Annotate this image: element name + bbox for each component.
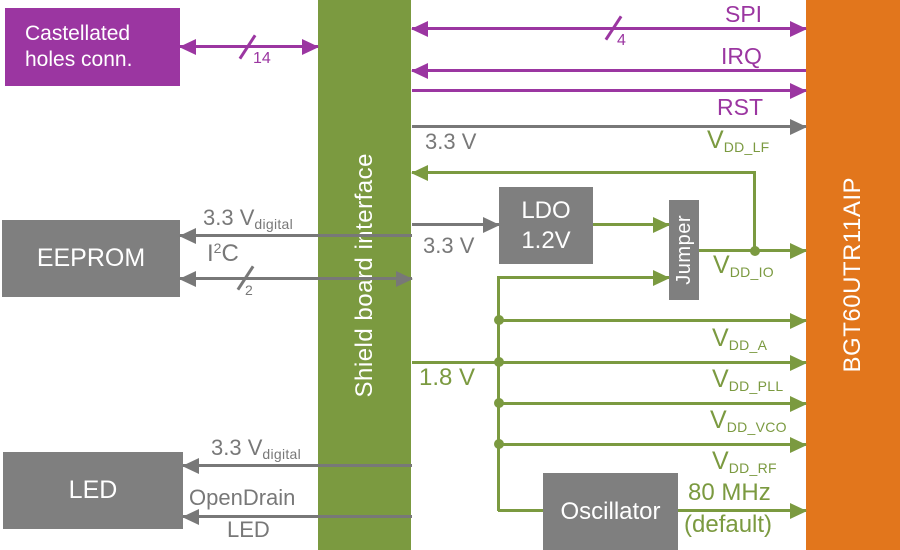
v1-8-wire <box>412 361 500 364</box>
oscillator-block: Oscillator <box>543 473 678 550</box>
ldo-line2: 1.2V <box>521 226 571 254</box>
jumper-label: Jumper <box>672 215 695 285</box>
led-power-wire <box>182 457 412 474</box>
vdd-io-arrowhead-right <box>790 242 807 259</box>
ldo-input-arrowhead-right <box>483 216 500 233</box>
vdd-pll-arrowhead-right <box>790 354 807 371</box>
vdd-io-junction-dot <box>750 246 760 256</box>
vdd-vco-wire <box>498 395 807 412</box>
i2c-arrowhead-left <box>179 270 196 287</box>
spi-arrowhead-left <box>411 20 428 37</box>
castellated-line1: Castellated <box>25 21 131 45</box>
bgt60utr11aip-bar: BGT60UTR11AIP <box>806 0 900 550</box>
led-power-label: 3.3 Vdigital <box>211 435 302 462</box>
oscillator-output-arrowhead-right <box>790 502 807 519</box>
vdd-vco-arrowhead-right <box>790 395 807 412</box>
castellated-holes-block: Castellated holes conn. <box>5 8 180 86</box>
rst-label: RST <box>717 94 763 120</box>
i2c-arrowhead-right <box>396 270 413 287</box>
vdd-a-wire <box>498 312 807 329</box>
led-label: LED <box>68 475 118 504</box>
bus14-arrowhead-right <box>302 38 319 55</box>
spi-bus-width-label: 4 <box>617 32 626 49</box>
led-block: LED <box>3 452 183 529</box>
jumper-lower-input-arrowhead-right <box>653 269 670 286</box>
eeprom-power-arrowhead-left <box>179 227 196 244</box>
oscillator-output-label-line2: (default) <box>684 511 773 538</box>
v1-8-distribution-vertical <box>497 276 500 511</box>
vdd-lf-name-label: VDD_LF <box>707 126 770 155</box>
castellated-line2: holes conn. <box>25 48 133 71</box>
vdd-lf-voltage-label: 3.3 V <box>425 129 477 154</box>
spi-arrowhead-right <box>790 20 807 37</box>
led-signal-label-line2: LED <box>227 517 270 542</box>
eeprom-block: EEPROM <box>2 220 180 297</box>
vdd-a-arrowhead-right <box>790 312 807 329</box>
vdd-io-feedback-vertical <box>753 171 756 251</box>
rst-arrowhead-right <box>790 82 807 99</box>
oscillator-label: Oscillator <box>560 497 661 525</box>
vdd-io-name-label: VDD_IO <box>713 251 774 280</box>
bus14-width-label: 14 <box>253 50 271 67</box>
vdd-lf-arrowhead-right <box>790 118 807 135</box>
jumper-block: Jumper <box>669 200 699 300</box>
oscillator-input-wire <box>498 509 543 512</box>
shield-board-interface-bar: Shield board interface <box>318 0 411 550</box>
eeprom-power-wire <box>179 227 412 244</box>
vdd-lf-wire <box>412 118 807 135</box>
vdd-pll-wire <box>498 354 807 371</box>
i2c-label: I2C <box>207 240 239 267</box>
ldo-input-voltage-label: 3.3 V <box>423 233 475 258</box>
ldo-to-jumper-arrowhead-right <box>653 216 670 233</box>
vdd-a-name-label: VDD_A <box>712 324 768 353</box>
vdd-pll-name-label: VDD_PLL <box>712 365 784 394</box>
ldo-to-jumper-wire <box>593 216 670 233</box>
rst-wire <box>412 82 807 99</box>
eeprom-power-label: 3.3 Vdigital <box>203 205 294 232</box>
led-power-arrowhead-left <box>182 457 199 474</box>
vdd-rf-wire <box>498 436 807 453</box>
led-signal-label-line1: OpenDrain <box>189 485 296 510</box>
ldo-block: LDO 1.2V <box>499 187 593 264</box>
vdd-io-feedback-arrowhead-left <box>411 164 428 181</box>
spi-wire <box>411 20 807 37</box>
irq-arrowhead-left <box>411 62 428 79</box>
i2c-wire <box>179 270 413 287</box>
vdd-rf-name-label: VDD_RF <box>712 447 777 476</box>
vdd-rf-arrowhead-right <box>790 436 807 453</box>
led-signal-wire <box>182 508 412 525</box>
irq-wire <box>411 62 806 79</box>
bus14-arrowhead-left <box>179 38 196 55</box>
oscillator-output-wire <box>678 502 807 519</box>
v1-8-label: 1.8 V <box>419 364 476 391</box>
irq-label: IRQ <box>721 43 762 69</box>
led-signal-arrowhead-left <box>182 508 199 525</box>
jumper-lower-input-wire <box>498 269 670 286</box>
spi-label: SPI <box>725 1 763 27</box>
oscillator-output-label-line1: 80 MHz <box>688 479 771 506</box>
ldo-line1: LDO <box>521 196 571 224</box>
vdd-io-feedback-wire <box>411 164 756 181</box>
ldo-input-wire <box>412 216 500 233</box>
bgt60utr11aip-label: BGT60UTR11AIP <box>839 177 866 373</box>
shield-board-interface-label: Shield board interface <box>350 152 378 398</box>
vdd-vco-name-label: VDD_VCO <box>710 406 787 435</box>
i2c-bus-width-label: 2 <box>245 282 253 298</box>
eeprom-label: EEPROM <box>36 243 146 272</box>
